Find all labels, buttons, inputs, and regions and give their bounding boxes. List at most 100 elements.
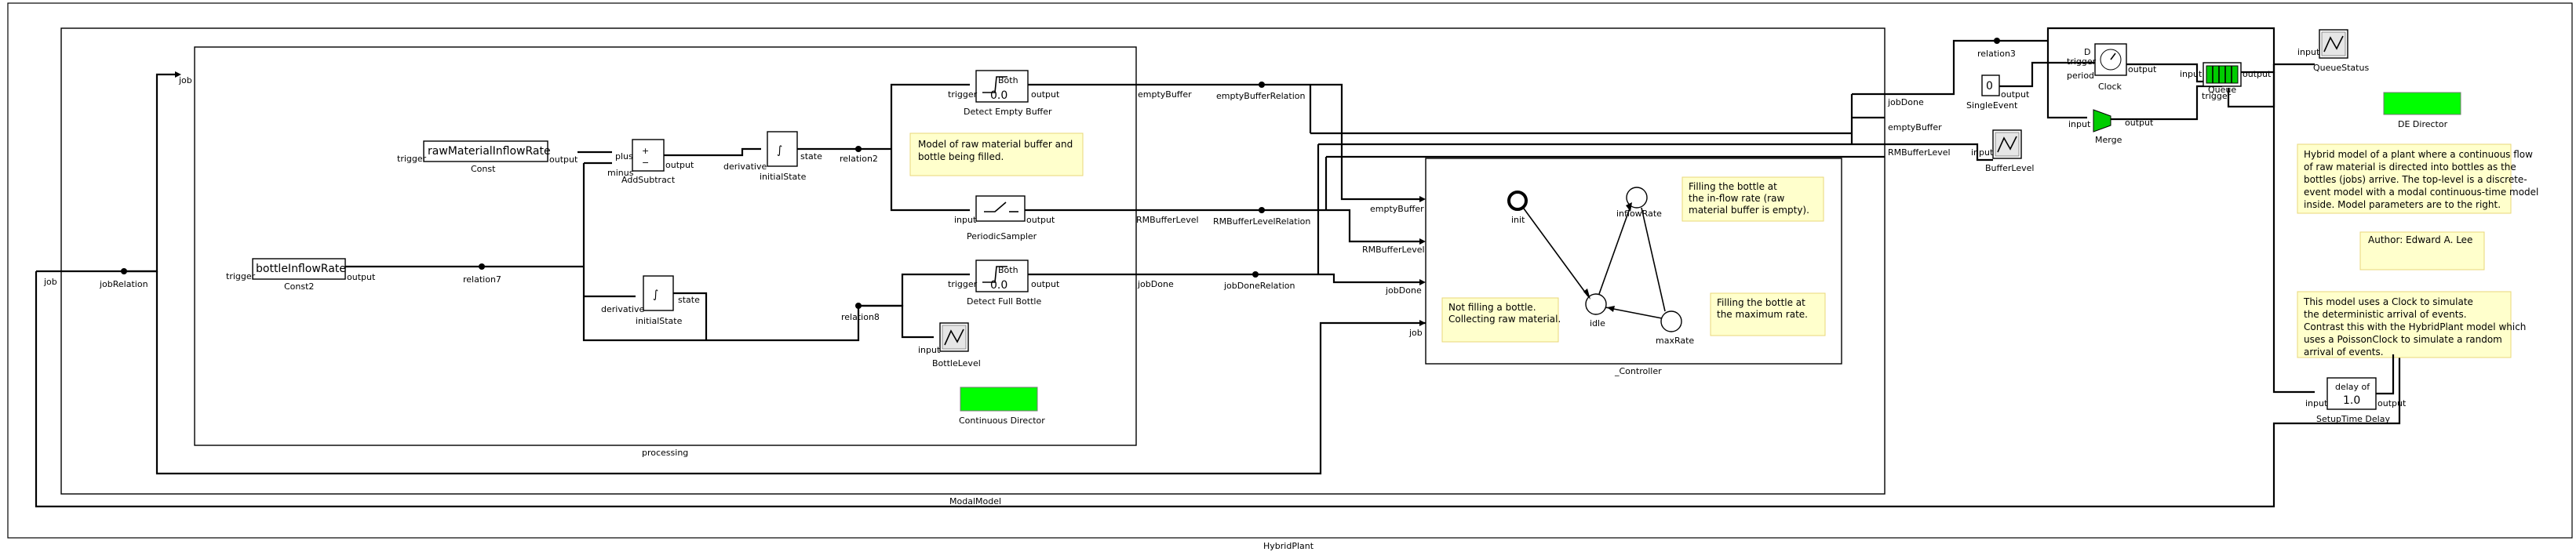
plot-icon-buffer	[1997, 136, 2017, 153]
arrow-controller-rm	[1419, 238, 1426, 245]
main-note-l3: bottles (jobs) arrive. The top-level is …	[2304, 174, 2527, 185]
note-idle-l1: Not filling a bottle.	[1448, 302, 1536, 313]
author-note	[2359, 231, 2485, 270]
integral-symbol-bottom: ∫	[653, 289, 658, 301]
note-idle-l2: Collecting raw material.	[1448, 314, 1561, 325]
modal-model-title: ModalModel	[949, 496, 1001, 506]
job-relation-vertex	[121, 268, 127, 274]
state-idle[interactable]	[1585, 293, 1607, 315]
state-max-rate[interactable]	[1660, 310, 1682, 332]
rm-relation-label: RMBufferLevelRelation	[1213, 216, 1310, 227]
add-subtract-actor[interactable]	[632, 139, 665, 172]
detect-empty-output: output	[1031, 89, 1060, 100]
processing-frame[interactable]	[194, 46, 1137, 446]
setup-delay-actor[interactable]	[2326, 377, 2377, 410]
processing-note	[909, 132, 1084, 176]
wire-add-to-int	[664, 147, 761, 157]
detect-empty-name: Detect Empty Buffer	[964, 107, 1052, 117]
periodic-sampler-name: PeriodicSampler	[967, 231, 1037, 241]
integrator-top-initial: initialState	[760, 172, 807, 182]
controller-frame[interactable]	[1425, 158, 1842, 365]
clock-note-l2: the deterministic arrival of events.	[2304, 309, 2467, 320]
merge-actor[interactable]	[2093, 109, 2111, 132]
relation3-label: relation3	[1977, 49, 2016, 59]
relation3-vertex	[1994, 38, 2000, 44]
main-note-l4: event model with a modal continuous-time…	[2304, 187, 2538, 198]
wire-jobdone-relation	[1136, 273, 1419, 284]
state-init-label: init	[1511, 215, 1525, 225]
controller-port-empty: emptyBuffer	[1370, 204, 1424, 214]
merge-name: Merge	[2095, 135, 2122, 145]
empty-relation-label: emptyBufferRelation	[1216, 91, 1305, 101]
integrator-top-state: state	[800, 151, 822, 162]
queue-status-name: QueueStatus	[2313, 63, 2369, 73]
hybrid-plant-frame	[7, 2, 2573, 539]
wire-relation2-to-sampler	[890, 149, 970, 212]
clock-period: period	[2067, 71, 2094, 81]
integrator-bottom-actor[interactable]	[643, 275, 674, 311]
wire-rm-relation	[1136, 209, 1419, 243]
bottle-inflow-const-name: Const2	[284, 281, 314, 292]
detect-empty-value: 0.0	[990, 89, 1007, 102]
detect-full-label: Both	[998, 265, 1018, 275]
detect-full-actor[interactable]	[975, 260, 1029, 292]
arrow-idle-inflow	[1626, 202, 1632, 212]
note-max-l1: Filling the bottle at	[1717, 297, 1805, 308]
switch-icon	[984, 201, 1007, 212]
controller-port-job: job	[1408, 328, 1423, 338]
clock-note-l4: uses a PoissonClock to simulate a random	[2304, 334, 2502, 345]
bottle-inflow-const[interactable]	[252, 258, 346, 280]
wire-queue-trigger-loop	[2227, 64, 2275, 108]
wire-relation8-to-plot	[858, 304, 934, 339]
processing-out-empty: emptyBuffer	[1138, 89, 1192, 100]
setup-delay-name: SetupTime Delay	[2316, 414, 2390, 424]
processing-note-line1: Model of raw material buffer and	[918, 139, 1073, 150]
periodic-sampler-input: input	[954, 215, 977, 225]
jobdone-relation-label: jobDoneRelation	[1223, 281, 1295, 291]
main-note-l2: of raw material is directed into bottles…	[2304, 162, 2516, 172]
raw-material-const[interactable]	[423, 140, 548, 162]
arrow-init-idle	[1583, 289, 1590, 299]
setup-delay-label: delay of	[2335, 382, 2370, 392]
detect-full-trigger: trigger	[948, 279, 978, 289]
bottle-inflow-const-output: output	[347, 272, 376, 282]
queue-status-input: input	[2297, 47, 2320, 57]
state-init[interactable]	[1507, 191, 1528, 211]
transition-init-idle	[1523, 208, 1589, 297]
queue-input: input	[2180, 69, 2203, 79]
single-event-output: output	[2001, 89, 2030, 100]
integral-symbol-top: ∫	[777, 144, 782, 157]
bottle-inflow-const-value: bottleInflowRate	[256, 263, 346, 275]
wire-empty-relation	[1136, 83, 1419, 201]
single-event-name: SingleEvent	[1966, 100, 2018, 111]
plot-icon-queue	[2323, 35, 2344, 53]
empty-relation-vertex	[1259, 82, 1265, 88]
detect-empty-actor[interactable]	[975, 70, 1029, 103]
periodic-sampler-actor[interactable]	[975, 195, 1026, 222]
detect-empty-trigger: trigger	[948, 89, 978, 100]
continuous-director[interactable]	[960, 387, 1038, 412]
note-max	[1710, 292, 1826, 336]
wire-singleevent-to-clock	[1999, 61, 2095, 88]
relation7-vertex	[479, 263, 485, 270]
relation8-label: relation8	[841, 312, 880, 322]
processing-note-line2: bottle being filled.	[918, 151, 1004, 162]
integrator-top-derivative: derivative	[723, 162, 767, 172]
de-director[interactable]	[2383, 92, 2461, 115]
bottle-level-name: BottleLevel	[932, 358, 981, 368]
note-inflow-l1: Filling the bottle at	[1689, 181, 1777, 192]
detect-full-output: output	[1031, 279, 1060, 289]
integrator-top-actor[interactable]	[767, 131, 798, 167]
clock-trigger: trigger	[2067, 56, 2097, 67]
main-note	[2297, 143, 2512, 214]
integrator-bottom-derivative: derivative	[601, 304, 644, 314]
wire-int2-state	[673, 292, 708, 340]
arrow-job-processing	[175, 71, 181, 78]
detect-full-glyph	[982, 266, 1007, 283]
add-subtract-symbol-minus: −	[642, 158, 649, 168]
modal-model-frame[interactable]	[60, 27, 1886, 495]
raw-material-const-name: Const	[471, 164, 496, 174]
detect-full-value: 0.0	[990, 279, 1007, 292]
arrow-job-controller	[1419, 320, 1426, 326]
setup-delay-output: output	[2377, 398, 2407, 408]
